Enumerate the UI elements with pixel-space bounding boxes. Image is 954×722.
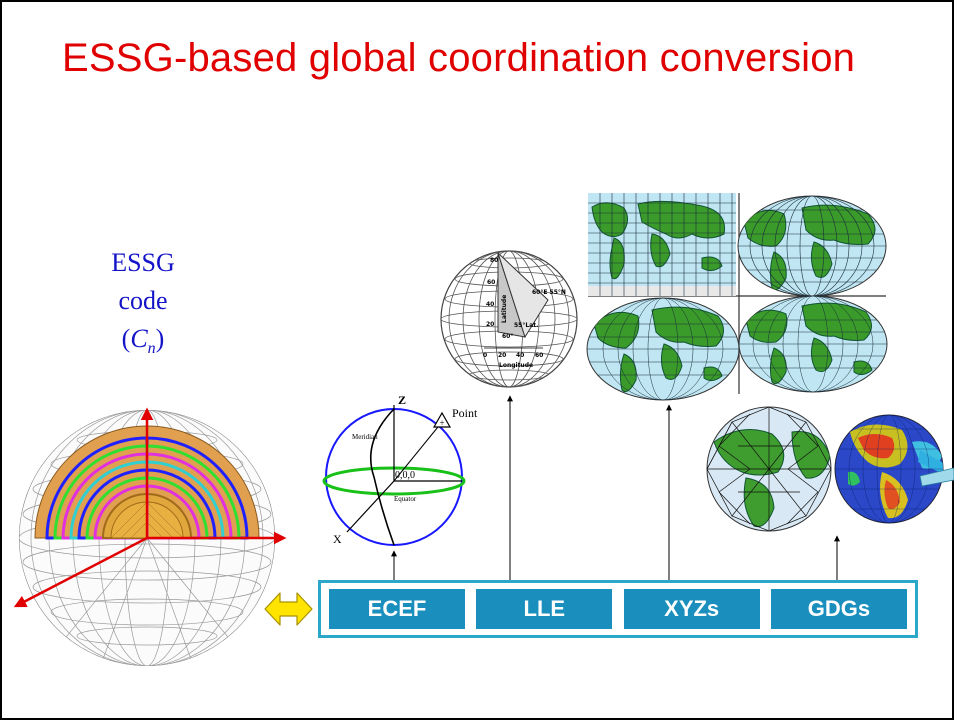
gdgs-box: GDGs [770,589,907,629]
gdg-globe-colored [835,415,943,523]
xyz-projection-maps [586,191,888,401]
lle-globe: 80 60 40 20 0 20 40 60 Latitude Longitud… [440,250,578,388]
lle-point-label: 60°E 55°N [532,289,566,296]
lle-lon-tick-4: 60 [535,352,543,359]
lle-latitude-label: Latitude [501,295,508,323]
map-elliptical-1 [738,196,886,296]
xyzs-box: XYZs [623,589,760,629]
lle-lat-tick-3: 40 [486,301,494,308]
earth-x-axis [13,536,148,608]
ecef-point-label: Point [452,406,478,420]
ecef-equator-label: Equator [394,495,417,503]
double-arrow-icon [264,592,313,626]
essg-code-label: ESSG code (Cn) [72,244,214,368]
gdg-globes [706,406,954,532]
essg-line-2: code [118,286,168,315]
ecef-sketch: + Z X Point 0,0,0 Meridian Equator [322,393,478,546]
conversion-bar: ECEF LLE XYZs GDGs [318,580,918,638]
map-rectangular [588,193,736,296]
lle-longitude-label: Longitude [499,362,533,369]
essg-earth-model [13,407,287,666]
map-elliptical-2 [587,298,739,400]
map-elliptical-3 [739,296,887,392]
ecef-x-label: X [333,532,342,546]
ecef-meridian-label: Meridian [352,433,378,441]
essg-sub: n [147,340,156,358]
lle-lon-tick-2: 20 [498,352,506,359]
earth-layered-core [34,425,260,540]
ecef-z-label: Z [398,393,406,407]
essg-formula: (Cn) [72,320,214,368]
slide-title: ESSG-based global coordination conversio… [62,36,856,80]
svg-text:+: + [439,418,444,428]
lle-box: LLE [476,589,613,629]
gdg-globe-triangular [707,407,831,531]
essg-open-paren: ( [121,324,131,353]
lle-lat-tick-1: 80 [490,257,498,264]
essg-var: C [130,324,148,353]
lle-lat-label: 55°Lat. [514,322,538,329]
connector-arrows [391,395,840,580]
ecef-origin-label: 0,0,0 [395,470,415,481]
lle-lon-tick-1: 0 [483,352,487,359]
ecef-box: ECEF [329,589,465,629]
lle-lon-tick-3: 40 [516,352,524,359]
lle-angle-label: 60° [502,333,513,340]
lle-lat-tick-4: 20 [486,321,494,328]
essg-close-paren: ) [155,324,165,353]
essg-line-1: ESSG [111,248,175,277]
lle-lat-tick-2: 60 [487,279,495,286]
